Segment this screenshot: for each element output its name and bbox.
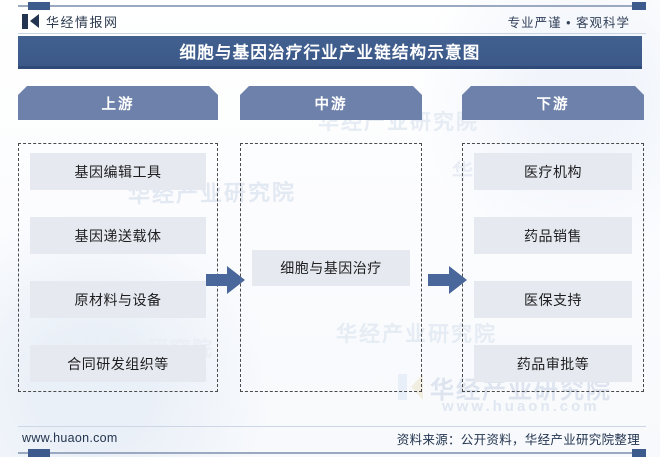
- accent-cap-left: [28, 449, 50, 457]
- value-chain-diagram: 上游 基因编辑工具 基因递送载体 原材料与设备 合同研发组织等 中游 细胞与基因…: [0, 86, 660, 398]
- chain-item[interactable]: 医保支持: [474, 281, 632, 318]
- chain-item[interactable]: 基因编辑工具: [30, 153, 206, 190]
- brand-name: 华经情报网: [46, 14, 119, 30]
- arrow-right-icon: [206, 265, 246, 295]
- huajing-book-mark-icon: [22, 13, 39, 29]
- chain-item[interactable]: 基因递送载体: [30, 217, 206, 254]
- chain-item[interactable]: 医疗机构: [474, 153, 632, 190]
- column-body-upstream: 基因编辑工具 基因递送载体 原材料与设备 合同研发组织等: [18, 143, 218, 392]
- footer-url[interactable]: www.huaon.com: [22, 431, 118, 445]
- column-body-downstream: 医疗机构 药品销售 医保支持 药品审批等: [462, 143, 644, 392]
- watermark-site: www.huaon.com: [442, 398, 600, 415]
- column-header-upstream: 上游: [18, 86, 218, 120]
- accent-cap-left: [28, 2, 50, 10]
- accent-cap-right: [632, 2, 646, 10]
- column-midstream: 中游 细胞与基因治疗: [240, 86, 422, 392]
- site-header: 华经情报网 专业严谨 • 客观科学: [0, 8, 660, 34]
- chart-title-bar: 细胞与基因治疗行业产业链结构示意图: [18, 36, 642, 69]
- page-title: 细胞与基因治疗行业产业链结构示意图: [179, 44, 481, 62]
- brand[interactable]: 华经情报网: [22, 12, 119, 31]
- bottom-accent-rule: [18, 449, 646, 457]
- chain-item[interactable]: 原材料与设备: [30, 281, 206, 318]
- chain-item[interactable]: 细胞与基因治疗: [252, 249, 410, 286]
- column-downstream: 下游 医疗机构 药品销售 医保支持 药品审批等: [462, 86, 644, 392]
- footer-divider: [18, 426, 646, 427]
- site-footer: www.huaon.com 资料来源：公开资料，华经产业研究院整理: [0, 427, 660, 449]
- accent-cap-right: [632, 449, 646, 457]
- chain-item[interactable]: 合同研发组织等: [30, 345, 206, 382]
- header-tagline: 专业严谨 • 客观科学: [507, 15, 630, 30]
- arrow-right-icon: [428, 265, 468, 295]
- column-body-midstream: 细胞与基因治疗: [240, 143, 422, 392]
- column-header-midstream: 中游: [240, 86, 422, 120]
- chain-item[interactable]: 药品销售: [474, 217, 632, 254]
- header-divider: [18, 33, 646, 34]
- top-accent-rule: [18, 2, 646, 10]
- footer-source: 资料来源：公开资料，华经产业研究院整理: [396, 432, 640, 447]
- column-header-downstream: 下游: [462, 86, 644, 120]
- column-upstream: 上游 基因编辑工具 基因递送载体 原材料与设备 合同研发组织等: [18, 86, 218, 392]
- chain-item[interactable]: 药品审批等: [474, 345, 632, 382]
